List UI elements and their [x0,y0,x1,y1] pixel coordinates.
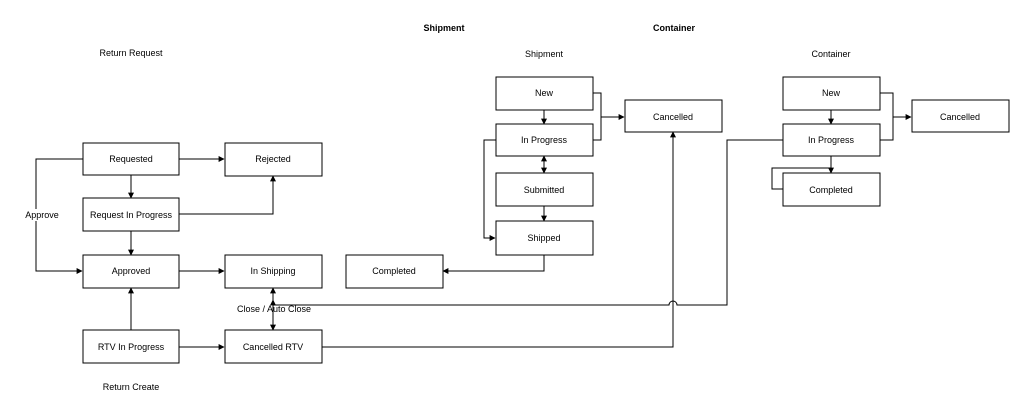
edge-cont-completed-loop [771,167,831,190]
group-label-container: Container [811,49,850,59]
edge-cancelled-rtv-to-ship-cancelled [322,131,676,348]
node-label: New [535,88,554,98]
node-label: In Shipping [250,266,295,276]
node-completed-rtv: Completed [345,254,444,289]
node-label: RTV In Progress [98,342,165,352]
node-label: Cancelled [940,112,980,122]
node-label: Rejected [255,154,291,164]
node-rtv-in-progress: RTV In Progress [82,329,180,364]
group-label-return-create: Return Create [103,382,160,392]
node-rejected: Rejected [224,142,323,177]
node-requested: Requested [82,142,180,176]
node-approved: Approved [82,254,180,289]
node-in-shipping: In Shipping [224,254,323,289]
edge-request-in-progress-to-rejected [179,175,276,215]
node-ship-shipped: Shipped [495,220,594,256]
edge-cont-new-to-cancelled [880,92,912,120]
node-label: Request In Progress [90,210,173,220]
node-ship-new: New [495,76,594,111]
edge-ship-in-progress-to-cancelled [593,117,602,141]
node-label: New [822,88,841,98]
node-label: Cancelled [653,112,693,122]
node-label: Submitted [524,185,565,195]
node-cont-in-progress: In Progress [782,123,881,157]
node-cont-new: New [782,76,881,111]
group-label-shipment: Shipment [525,49,564,59]
node-label: In Progress [521,135,568,145]
node-ship-cancelled: Cancelled [624,99,723,133]
header-container: Container [653,23,696,33]
node-label: In Progress [808,135,855,145]
node-cancelled-rtv: Cancelled RTV [224,329,323,364]
node-cont-cancelled: Cancelled [911,99,1010,133]
node-ship-in-progress: In Progress [495,123,594,157]
edge-cont-in-progress-to-in-shipping [270,139,783,306]
edge-ship-in-progress-to-shipped [483,139,496,241]
edge-shipped-to-completed [442,255,545,274]
node-label: Cancelled RTV [243,342,303,352]
node-label: Completed [372,266,416,276]
edge-cont-in-progress-to-cancelled [880,117,894,141]
edge-ship-new-to-cancelled [593,92,625,120]
node-label: Shipped [527,233,560,243]
header-shipment: Shipment [423,23,464,33]
node-label: Requested [109,154,153,164]
node-ship-submitted: Submitted [495,172,594,207]
group-label-return-request: Return Request [99,48,163,58]
edge-label-close-auto-close: Close / Auto Close [237,304,311,314]
edge-label-approve: Approve [25,210,59,220]
node-cont-completed: Completed [782,172,881,207]
node-request-in-progress: Request In Progress [82,197,180,232]
node-label: Approved [112,266,151,276]
node-label: Completed [809,185,853,195]
